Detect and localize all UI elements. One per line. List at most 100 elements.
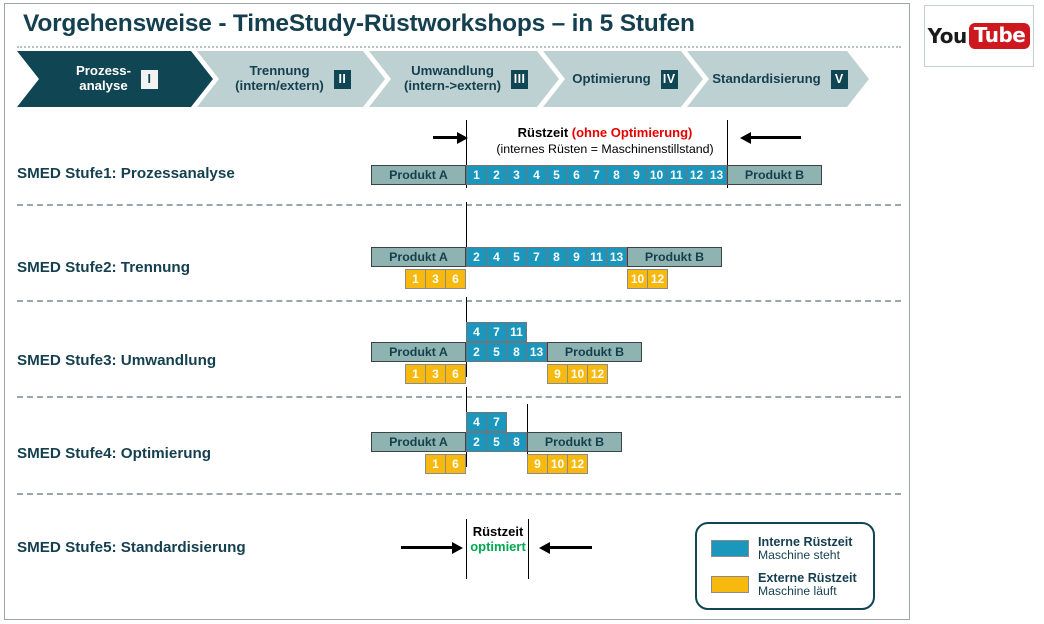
- process-step-2-inner: Trennung (intern/extern) II: [231, 64, 351, 94]
- stage-1-internal-main-block: 4: [526, 165, 547, 185]
- stage-3-external-left-block: 6: [445, 364, 466, 384]
- legend-internal-title: Interne Rüstzeit: [758, 535, 853, 549]
- legend-box: Interne Rüstzeit Maschine steht Externe …: [695, 522, 875, 610]
- stage-3-internal-upper-block: 11: [506, 322, 527, 342]
- stage5-arrow-left-line: [401, 546, 455, 549]
- legend-swatch-external-icon: [711, 576, 749, 594]
- stage1-arrow-right-line: [751, 136, 801, 139]
- legend-external-subtitle: Maschine läuft: [758, 584, 837, 599]
- process-step-1-numeral-badge: I: [141, 70, 158, 89]
- stage1-arrow-right-head: [740, 132, 751, 144]
- stage-1-vline-left: [466, 120, 467, 188]
- youtube-word-tube: Tube: [968, 23, 1031, 49]
- stage-3-product-b-bar: Produkt B: [547, 342, 642, 362]
- process-step-4-numeral-badge: IV: [661, 70, 678, 89]
- stage-3-internal-main-block: 5: [486, 342, 507, 362]
- stage-label-5: SMED Stufe5: Standardisierung: [17, 539, 246, 556]
- stage-1-product-b-bar: Produkt B: [727, 165, 822, 185]
- stage5-caption: Rüstzeit optimiert: [467, 524, 529, 555]
- stage-4-product-b-bar: Produkt B: [527, 432, 622, 452]
- stage-divider-3: [17, 396, 901, 398]
- stage-4-external-left-block: 6: [445, 454, 466, 474]
- stage-3-internal-main-block: 8: [506, 342, 527, 362]
- stage5-arrow-left-head: [452, 542, 463, 554]
- stage-1-internal-main-block: 12: [686, 165, 707, 185]
- stage-3-external-left-block: 3: [425, 364, 446, 384]
- stage5-caption-line2: optimiert: [470, 538, 526, 554]
- legend-external-title: Externe Rüstzeit: [758, 571, 857, 585]
- stage5-vline-right: [528, 519, 529, 579]
- stage-3-product-a-bar: Produkt A: [371, 342, 466, 362]
- title-divider: [17, 46, 901, 48]
- legend-internal-subtitle: Maschine steht: [758, 548, 840, 563]
- stage-2-external-right-block: 10: [627, 269, 648, 289]
- stage-4-external-right-block: 9: [527, 454, 548, 474]
- stage-1-internal-main-block: 7: [586, 165, 607, 185]
- process-step-3[interactable]: Umwandlung (intern->extern)III: [369, 51, 559, 107]
- stage-4-external-right-block: 10: [547, 454, 568, 474]
- stage-1-product-a-bar: Produkt A: [371, 165, 466, 185]
- stage1-caption-red: (ohne Optimierung): [571, 125, 693, 140]
- stage-4-internal-main-block: 8: [506, 432, 527, 452]
- stage-3-external-right-block: 9: [547, 364, 568, 384]
- stage-3-internal-main-block: 13: [526, 342, 547, 362]
- stage-3-internal-main-block: 2: [466, 342, 487, 362]
- stage-2-external-left-block: 1: [405, 269, 426, 289]
- process-step-5-numeral-badge: V: [831, 70, 848, 89]
- stage-2-internal-main-block: 7: [526, 247, 547, 267]
- stage-4-external-right-block: 12: [567, 454, 588, 474]
- youtube-logo-icon: You Tube: [928, 23, 1031, 49]
- stage-2-internal-main-block: 13: [606, 247, 627, 267]
- stage-1-internal-main-block: 13: [706, 165, 727, 185]
- stage-3-external-left-block: 1: [405, 364, 426, 384]
- stage-1-internal-main-block: 3: [506, 165, 527, 185]
- stage-3-external-right-block: 10: [567, 364, 588, 384]
- youtube-logo-card[interactable]: You Tube: [924, 5, 1034, 67]
- stage-3-internal-upper-block: 4: [466, 322, 487, 342]
- process-step-4-label: Optimierung: [572, 70, 651, 86]
- stage-2-external-right-block: 12: [647, 269, 668, 289]
- stage1-caption-main: Rüstzeit (ohne Optimierung): [467, 125, 743, 140]
- stage-1-internal-main-block: 6: [566, 165, 587, 185]
- process-step-2-label: Trennung (intern/extern): [235, 63, 324, 93]
- legend-text-external: Externe Rüstzeit Maschine läuft: [758, 571, 857, 599]
- main-panel: Vorgehensweise - TimeStudy-Rüstworkshops…: [4, 3, 910, 620]
- page-title: Vorgehensweise - TimeStudy-Rüstworkshops…: [23, 10, 695, 37]
- process-step-3-numeral-badge: III: [511, 70, 528, 89]
- stage-label-3: SMED Stufe3: Umwandlung: [17, 352, 217, 369]
- legend-item-external: Externe Rüstzeit Maschine läuft: [711, 571, 857, 599]
- process-step-2[interactable]: Trennung (intern/extern) II: [197, 51, 385, 107]
- stage5-caption-line1: Rüstzeit: [472, 524, 524, 539]
- stage5-vline-left: [466, 519, 467, 579]
- stage5-arrow-right-head: [539, 542, 550, 554]
- stage-2-product-a-bar: Produkt A: [371, 247, 466, 267]
- stage-2-vline-left: [466, 202, 467, 262]
- stage-label-2: SMED Stufe2: Trennung: [17, 259, 190, 276]
- stage1-caption-sub: (internes Rüsten = Maschinenstillstand): [496, 142, 714, 156]
- stage-1-vline-right: [727, 120, 728, 188]
- stage-4-internal-upper-block: 7: [486, 412, 507, 432]
- stage-1-internal-main-block: 9: [626, 165, 647, 185]
- stage-2-internal-main-block: 4: [486, 247, 507, 267]
- stage-divider-2: [17, 300, 901, 302]
- stage-3-external-right-block: 12: [587, 364, 608, 384]
- stage-2-internal-main-block: 2: [466, 247, 487, 267]
- process-step-2-numeral-badge: II: [334, 70, 351, 89]
- stage-2-internal-main-block: 9: [566, 247, 587, 267]
- stage-1-internal-main-block: 10: [646, 165, 667, 185]
- stage-4-product-a-bar: Produkt A: [371, 432, 466, 452]
- process-step-4[interactable]: Optimierung IV: [543, 51, 703, 107]
